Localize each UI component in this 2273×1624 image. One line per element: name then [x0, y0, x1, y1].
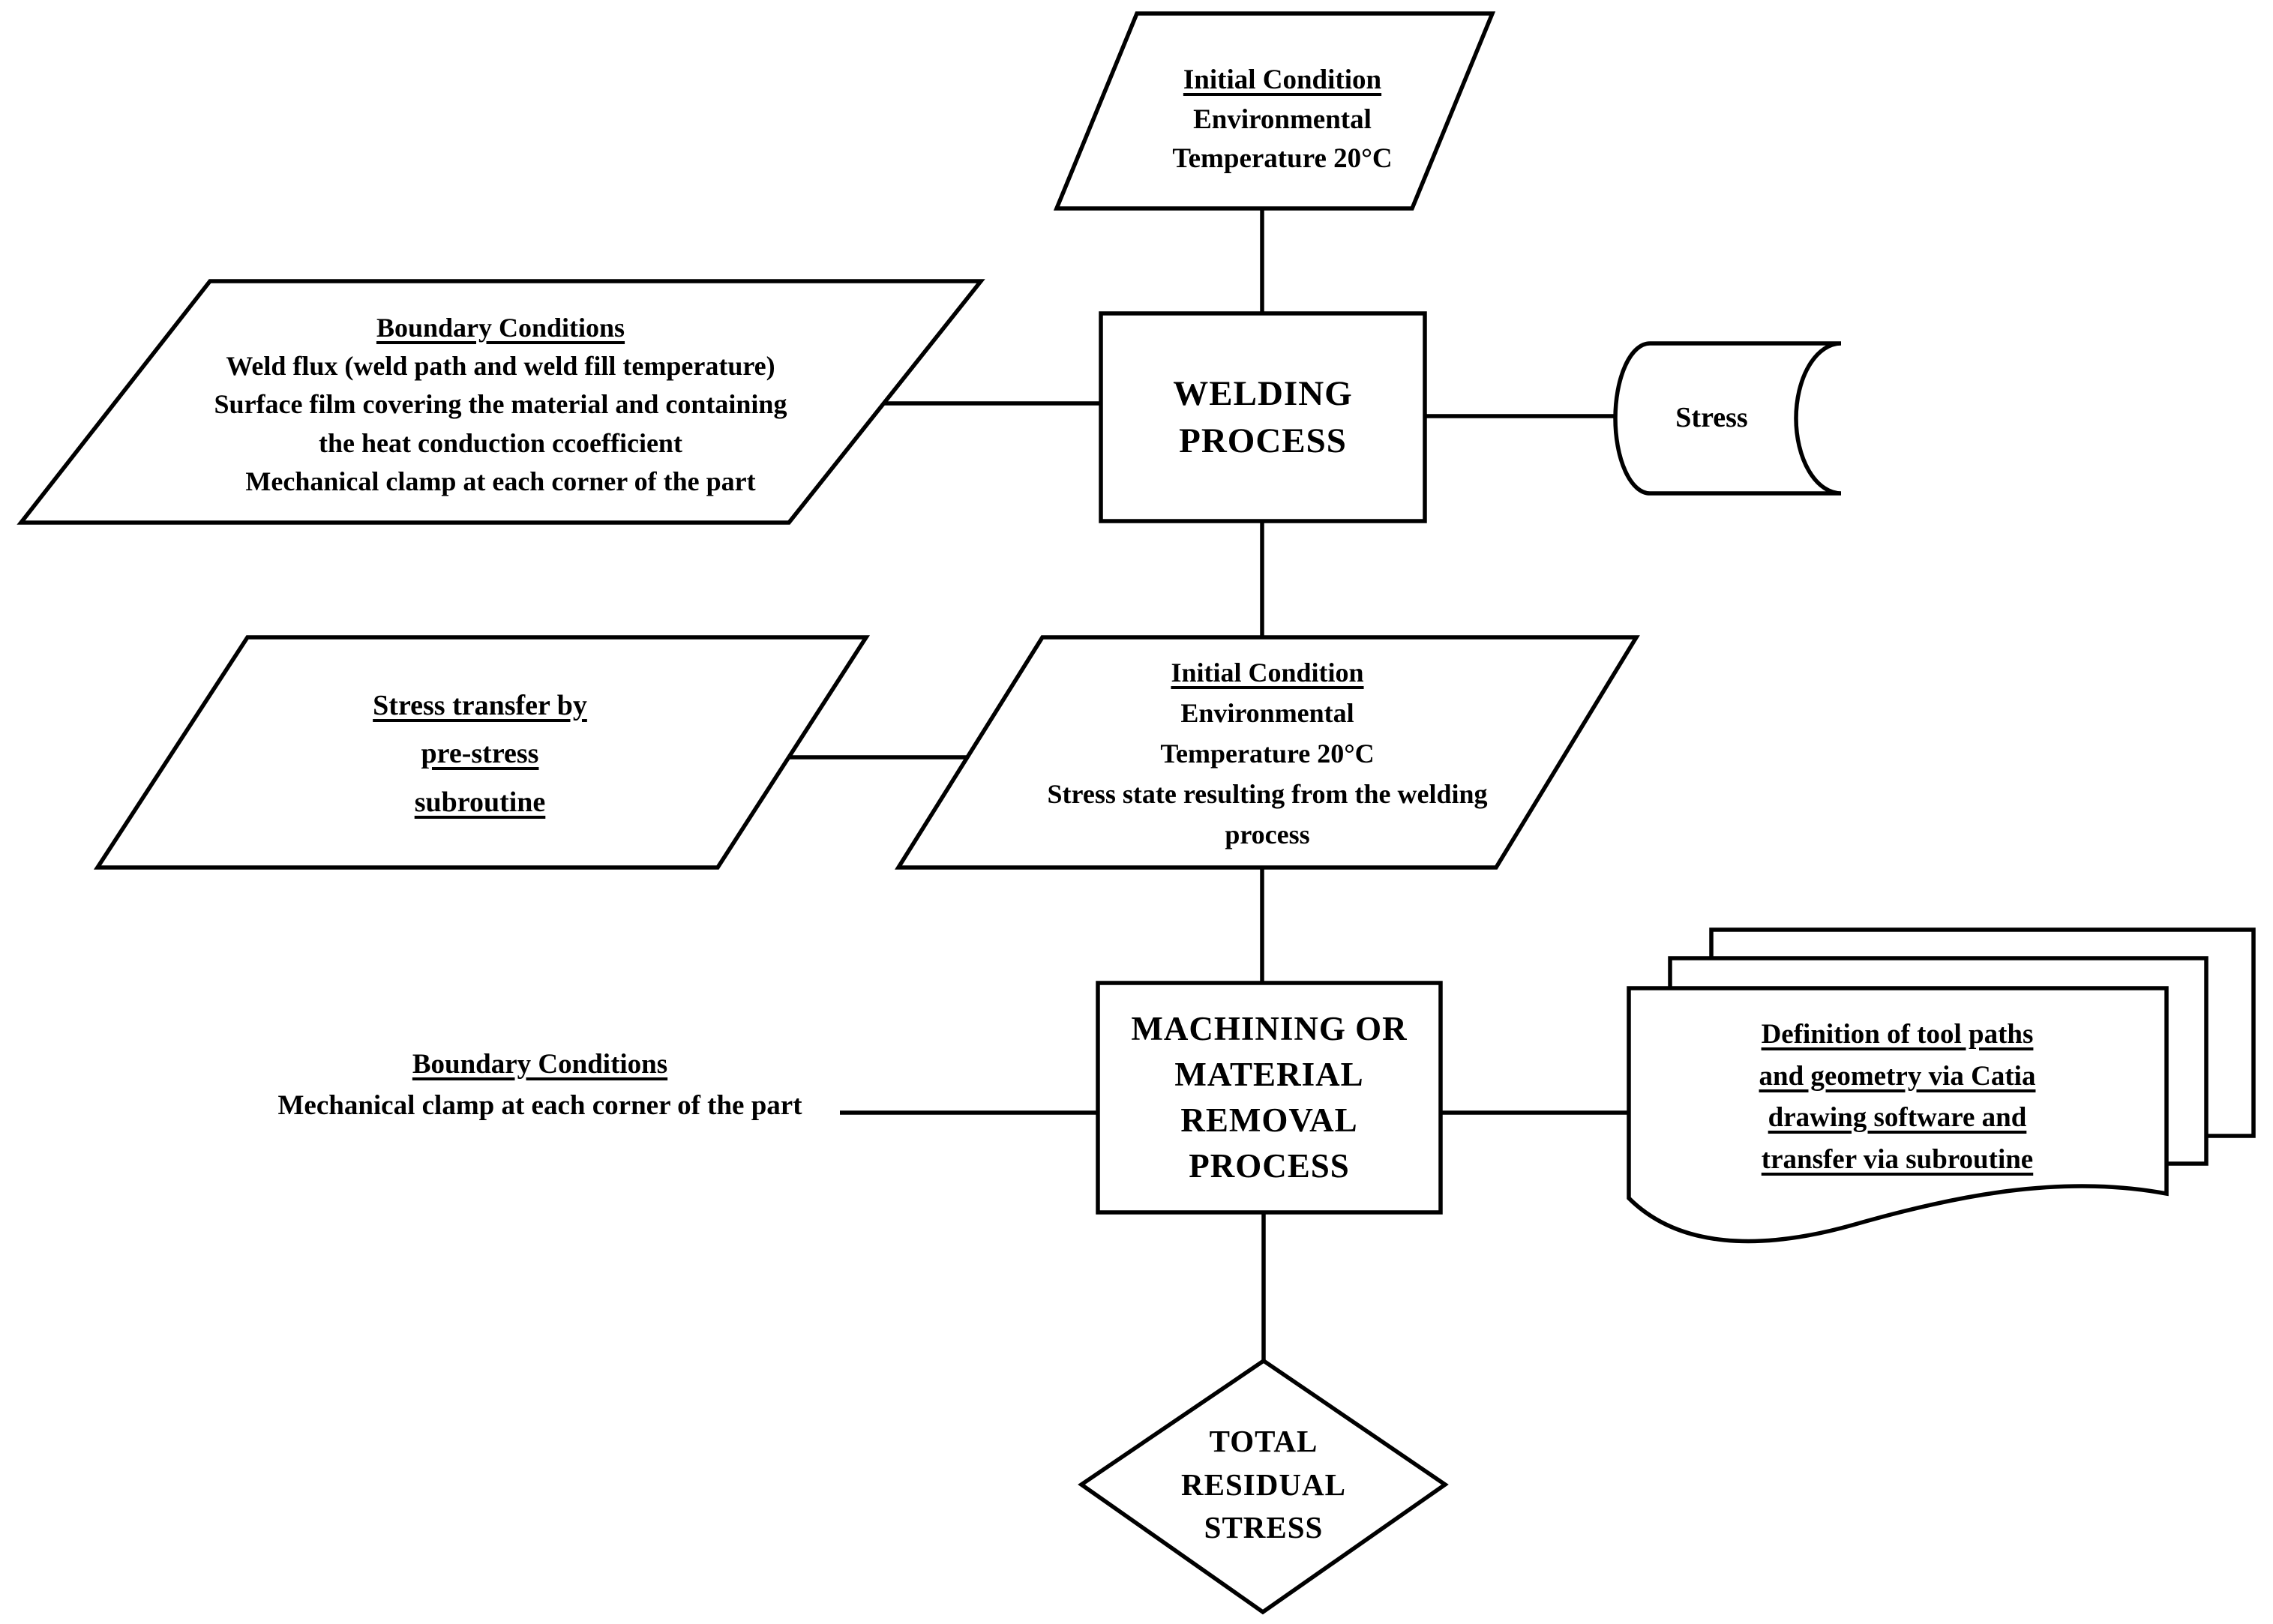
tool-path-definition-label: Definition of tool paths and geometry vi…	[1650, 1011, 2145, 1183]
text-line: pre-stress	[421, 738, 539, 770]
text-line: REMOVAL	[1180, 1101, 1358, 1139]
boundary-conditions-welding-parallelogram	[16, 279, 985, 525]
machining-process-box	[1096, 981, 1443, 1215]
stress-transfer-label: Stress transfer by pre-stress subroutine	[105, 643, 855, 864]
text-line: Surface film covering the material and c…	[214, 389, 787, 420]
text-line: Initial Condition	[1171, 658, 1364, 688]
tool-path-document-front-sheet	[1627, 986, 2169, 1244]
machining-process-label: MACHINING OR MATERIAL REMOVAL PROCESS	[1098, 983, 1441, 1212]
total-residual-stress-diamond	[1078, 1358, 1449, 1615]
text-line: Temperature 20°C	[1172, 143, 1393, 175]
text-line: MATERIAL	[1174, 1055, 1364, 1093]
text-line: TOTAL	[1209, 1424, 1318, 1459]
text-line: process	[1225, 819, 1310, 849]
text-line: Initial Condition	[1183, 64, 1382, 96]
text-line: Stress	[1675, 402, 1748, 434]
text-line: WELDING	[1173, 374, 1353, 414]
text-line: Temperature 20°C	[1160, 739, 1375, 769]
text-line: Weld flux (weld path and weld fill tempe…	[226, 351, 775, 382]
welding-process-box	[1099, 311, 1427, 523]
text-line: and geometry via Catia	[1759, 1060, 2036, 1092]
welding-process-label: WELDING PROCESS	[1101, 313, 1425, 521]
initial-condition-top-label: Initial Condition Environmental Temperat…	[1072, 41, 1492, 199]
stress-output-label: Stress	[1620, 343, 1804, 493]
stress-stored-data-shape	[1613, 341, 1842, 496]
text-line: Mechanical clamp at each corner of the p…	[277, 1090, 802, 1121]
stress-transfer-parallelogram	[93, 635, 871, 870]
boundary-conditions-machining-label: Boundary Conditions Mechanical clamp at …	[187, 1036, 892, 1134]
text-line: PROCESS	[1189, 1147, 1350, 1185]
text-line: Definition of tool paths	[1761, 1019, 2034, 1050]
text-line: MACHINING OR	[1131, 1009, 1408, 1047]
text-line: STRESS	[1204, 1510, 1324, 1545]
text-line: Environmental	[1180, 698, 1354, 728]
text-line: RESIDUAL	[1181, 1467, 1346, 1502]
initial-condition-top-parallelogram	[1053, 11, 1496, 211]
text-line: drawing software and	[1768, 1102, 2027, 1133]
text-line: Boundary Conditions	[376, 313, 625, 343]
text-line: Stress state resulting from the welding	[1047, 779, 1488, 809]
text-line: Mechanical clamp at each corner of the p…	[245, 466, 756, 496]
text-line: Environmental	[1193, 103, 1372, 135]
text-line: PROCESS	[1179, 421, 1347, 460]
initial-condition-machining-label: Initial Condition Environmental Temperat…	[937, 642, 1597, 865]
text-line: the heat conduction ccoefficient	[319, 427, 682, 458]
text-line: Boundary Conditions	[412, 1048, 668, 1080]
text-line: subroutine	[414, 786, 546, 818]
initial-condition-machining-parallelogram	[895, 635, 1640, 870]
text-line: Stress transfer by	[373, 689, 587, 721]
boundary-conditions-welding-label: Boundary Conditions Weld flux (weld path…	[71, 300, 930, 510]
total-residual-stress-label: TOTAL RESIDUAL STRESS	[1110, 1393, 1417, 1577]
text-line: transfer via subroutine	[1761, 1143, 2034, 1175]
